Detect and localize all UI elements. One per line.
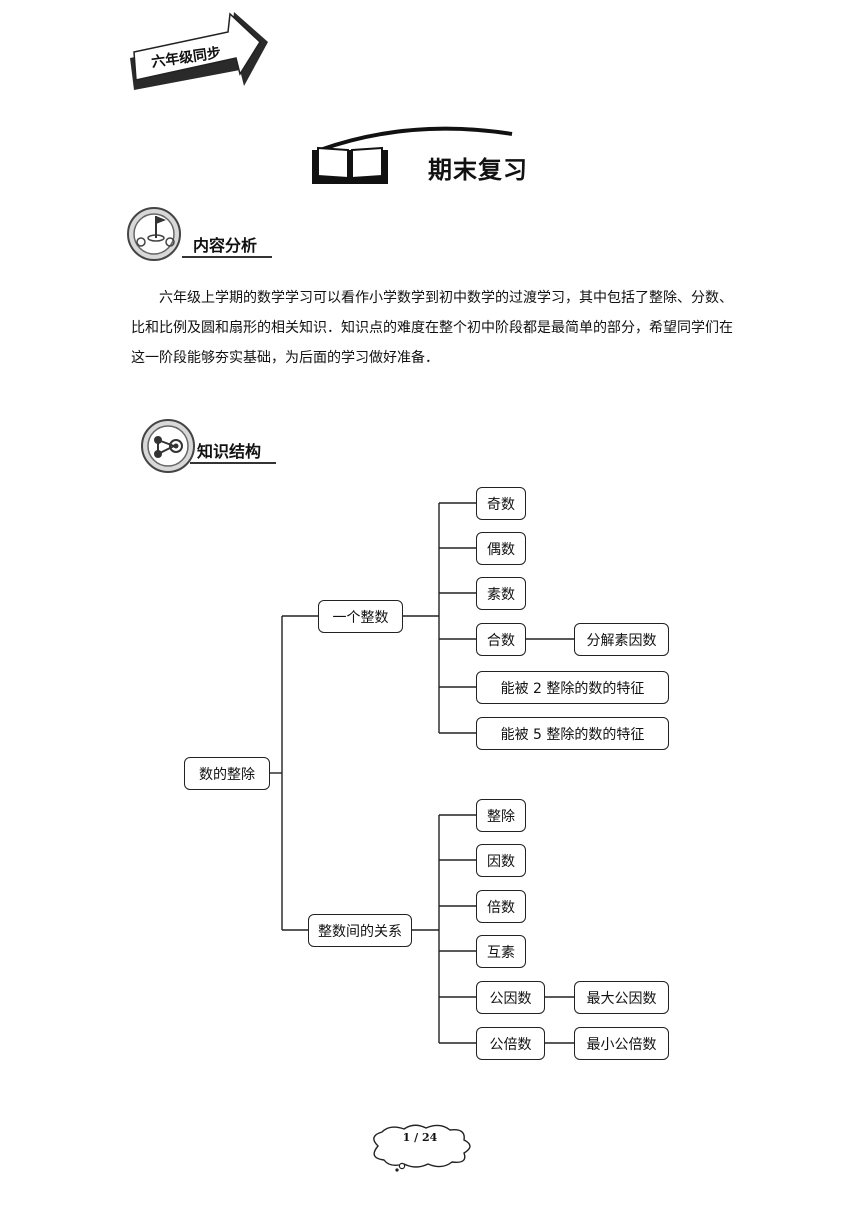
tree-leaf-node: 公倍数 <box>476 1027 545 1060</box>
tree-sub-leaf-node: 最小公倍数 <box>574 1027 669 1060</box>
tree-leaf-node: 整除 <box>476 799 526 832</box>
tree-leaf-node: 因数 <box>476 844 526 877</box>
intro-paragraph: 六年级上学期的数学学习可以看作小学数学到初中数学的过渡学习，其中包括了整除、分数… <box>131 290 733 366</box>
tree-root-node: 数的整除 <box>184 757 270 790</box>
tree-leaf-node: 能被 2 整除的数的特征 <box>476 671 669 704</box>
section-title-content-analysis: 内容分析 <box>193 236 258 255</box>
tree-sub-leaf-node: 分解素因数 <box>574 623 669 656</box>
tree-leaf-node: 偶数 <box>476 532 526 565</box>
tree-sub-leaf-node: 最大公因数 <box>574 981 669 1014</box>
network-icon <box>141 419 195 473</box>
tree-leaf-node: 素数 <box>476 577 526 610</box>
tree-leaf-node: 互素 <box>476 935 526 968</box>
book-icon <box>312 126 513 184</box>
tree-branch-node: 一个整数 <box>318 600 403 633</box>
tree-leaf-node: 能被 5 整除的数的特征 <box>476 717 669 750</box>
cloud-icon <box>373 1124 471 1172</box>
grade-tag-arrow <box>126 8 271 94</box>
tree-leaf-node: 倍数 <box>476 890 526 923</box>
tree-leaf-node: 奇数 <box>476 487 526 520</box>
section-underline <box>182 256 272 258</box>
target-flag-icon <box>127 207 181 261</box>
section-underline <box>190 462 276 464</box>
tree-leaf-node: 合数 <box>476 623 526 656</box>
page-title: 期末复习 <box>428 156 528 184</box>
tree-leaf-node: 公因数 <box>476 981 545 1014</box>
tree-branch-node: 整数间的关系 <box>308 914 412 947</box>
section-title-knowledge-structure: 知识结构 <box>197 442 262 461</box>
page-number: 1 / 24 <box>402 1131 438 1144</box>
